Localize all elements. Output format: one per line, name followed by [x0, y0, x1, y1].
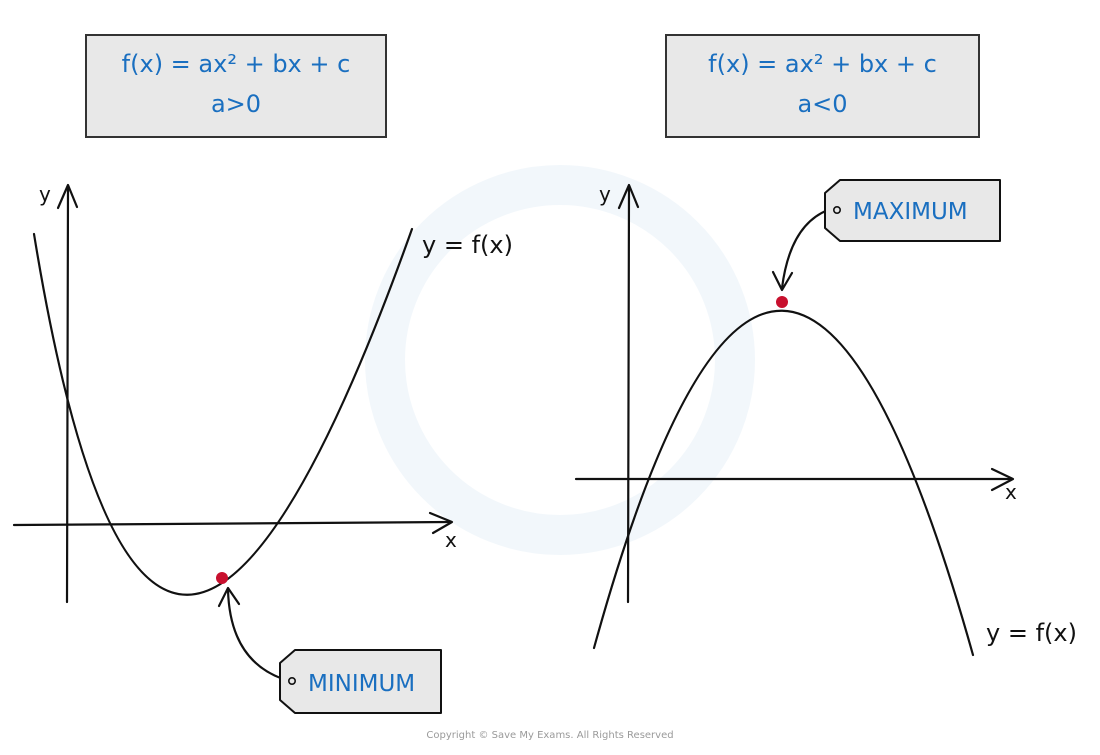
left-x-axis	[12, 520, 452, 527]
maximum-arrowhead	[771, 270, 794, 292]
minimum-pointer-arrow	[226, 588, 285, 681]
maximum-point	[776, 296, 788, 308]
watermark-logo	[365, 165, 755, 555]
left-curve-label: y = f(x)	[422, 231, 513, 259]
maximum-label: MAXIMUM	[853, 199, 968, 225]
maximum-pointer-arrow	[780, 208, 830, 290]
left-y-axis-label: y	[39, 182, 51, 206]
maximum-tag	[824, 179, 1001, 242]
right-y-axis-label: y	[599, 182, 611, 206]
condition-right: a<0	[797, 90, 848, 118]
right-x-axis-label: x	[1005, 480, 1017, 504]
copyright-notice: Copyright © Save My Exams. All Rights Re…	[426, 730, 674, 741]
right-graph	[574, 179, 1015, 657]
left-x-arrowhead	[428, 511, 454, 535]
right-parabola	[592, 309, 975, 657]
minimum-point	[216, 572, 228, 584]
minimum-tag	[279, 649, 442, 714]
formula-left: f(x) = ax² + bx + c	[121, 50, 351, 78]
left-x-axis-label: x	[445, 528, 457, 552]
left-y-axis	[65, 184, 70, 604]
formula-box-left: f(x) = ax² + bx + c a>0	[85, 34, 387, 138]
right-y-arrowhead	[617, 183, 640, 210]
formula-box-right: f(x) = ax² + bx + c a<0	[665, 34, 980, 138]
formula-right: f(x) = ax² + bx + c	[708, 50, 937, 78]
left-y-arrowhead	[56, 183, 79, 210]
maximum-tag-hole	[832, 206, 841, 215]
right-y-axis	[626, 184, 631, 604]
left-graph	[12, 183, 454, 714]
minimum-arrowhead	[217, 586, 241, 608]
minimum-label: MINIMUM	[308, 671, 415, 697]
right-x-arrowhead	[990, 467, 1015, 492]
left-parabola	[32, 227, 414, 596]
right-curve-label: y = f(x)	[986, 619, 1077, 647]
condition-left: a>0	[210, 90, 262, 118]
minimum-tag-hole	[287, 676, 296, 685]
